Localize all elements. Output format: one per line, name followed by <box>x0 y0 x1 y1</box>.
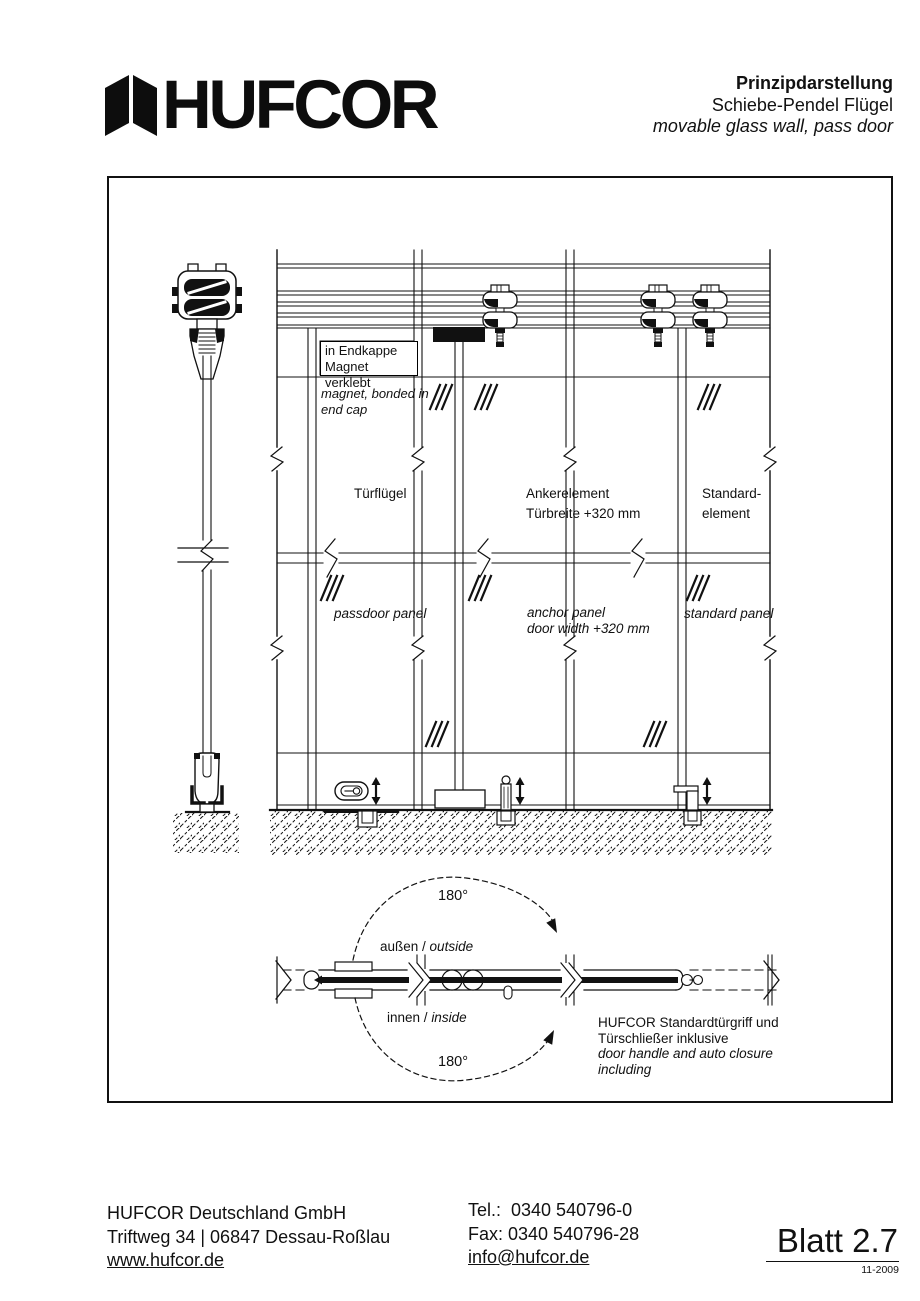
company-block: HUFCOR Deutschland GmbH Triftweg 34 | 06… <box>107 1202 390 1273</box>
sheet-number: Blatt 2.7 <box>776 1222 898 1259</box>
company-name: HUFCOR Deutschland GmbH <box>107 1203 347 1223</box>
website-link[interactable]: www.hufcor.de <box>107 1250 225 1270</box>
contact-block: Tel.: 0340 540796-0 Fax: 0340 540796-28 … <box>468 1199 639 1270</box>
sheet-subtitle-de: Schiebe-Pendel Flügel <box>711 94 893 115</box>
panel-cross-section <box>172 263 242 813</box>
glass-mark-icon <box>424 720 450 748</box>
panel-label-anchor-en: anchor panel door width +320 mm <box>527 605 650 636</box>
glass-mark-icon <box>685 574 711 602</box>
swing-angle-bottom: 180° <box>438 1054 468 1070</box>
sheet-subtitle-en: movable glass wall, pass door <box>652 116 893 136</box>
magnet-block <box>433 327 485 342</box>
trolley-icon <box>692 284 728 348</box>
arrowhead-icon <box>543 1030 554 1045</box>
sheet-date: 11-2009 <box>861 1264 899 1276</box>
up-down-arrow-icon <box>701 775 713 807</box>
panel-label-door-en: passdoor panel <box>334 606 427 621</box>
door-handle-plate <box>334 988 373 999</box>
trolley-icon <box>482 284 518 348</box>
handle-note: HUFCOR Standardtürgriff und Türschließer… <box>598 1015 779 1077</box>
endcap-note-en: magnet, bonded in end cap <box>321 386 429 417</box>
endcap-label-line1: in Endkappe <box>325 343 398 358</box>
plan-view <box>275 876 780 1082</box>
break-symbol <box>763 960 780 1000</box>
hufcor-logo: HUFCOR <box>103 66 440 143</box>
outside-label: außen / outside <box>380 939 474 954</box>
arrowhead-icon <box>546 918 557 933</box>
phone-number: Tel.: 0340 540796-0 <box>468 1200 633 1220</box>
plan-drop-bolt <box>503 985 513 1000</box>
drop-bolt <box>496 775 516 826</box>
break-symbol <box>275 960 292 1000</box>
swing-angle-top: 180° <box>438 888 468 904</box>
elevation-view <box>269 249 778 828</box>
sheet-number-rule <box>766 1261 899 1262</box>
up-down-arrow-icon <box>514 775 526 807</box>
floor-hatch <box>173 808 774 855</box>
trolley-icon <box>640 284 676 348</box>
panel-label-anchor-de: Ankerelement Türbreite +320 mm <box>526 486 641 521</box>
endcap-label-box-text: in Endkappe Magnet verklebt <box>320 341 418 390</box>
fax-number: Fax: 0340 540796-28 <box>468 1223 640 1244</box>
door-handle-plate <box>334 961 373 972</box>
logo-wordmark: HUFCOR <box>162 66 440 143</box>
swing-arc-bottom <box>354 997 553 1082</box>
up-down-arrow-icon <box>370 775 382 807</box>
inside-label: innen / inside <box>387 1010 467 1025</box>
glass-mark-icon <box>467 574 493 602</box>
email-link[interactable]: info@hufcor.de <box>468 1247 590 1267</box>
glass-mark-icon <box>696 383 722 411</box>
glass-mark-icon <box>319 574 345 602</box>
panel-label-standard-en: standard panel <box>684 606 774 621</box>
swing-arc-top <box>352 876 556 961</box>
anchor-pedestal <box>434 789 486 809</box>
glass-mark-icon <box>428 383 454 411</box>
drawing-frame <box>107 176 893 1103</box>
sheet-title-de: Prinzipdarstellung <box>735 73 893 93</box>
floor-lock <box>324 781 399 828</box>
sheet-title-block: Prinzipdarstellung Schiebe-Pendel Flügel… <box>540 73 893 138</box>
hufcor-panels-icon <box>105 75 157 136</box>
glass-mark-icon <box>642 720 668 748</box>
endcap-label-line2: Magnet verklebt <box>325 359 371 390</box>
technical-drawing <box>107 176 893 1103</box>
panel-label-door-de: Türflügel <box>354 486 407 501</box>
company-address: Triftweg 34 | 06847 Dessau-Roßlau <box>107 1226 391 1247</box>
drop-bolt-lever <box>673 785 702 826</box>
panel-label-standard-de: Standard- element <box>702 486 762 521</box>
glass-mark-icon <box>473 383 499 411</box>
